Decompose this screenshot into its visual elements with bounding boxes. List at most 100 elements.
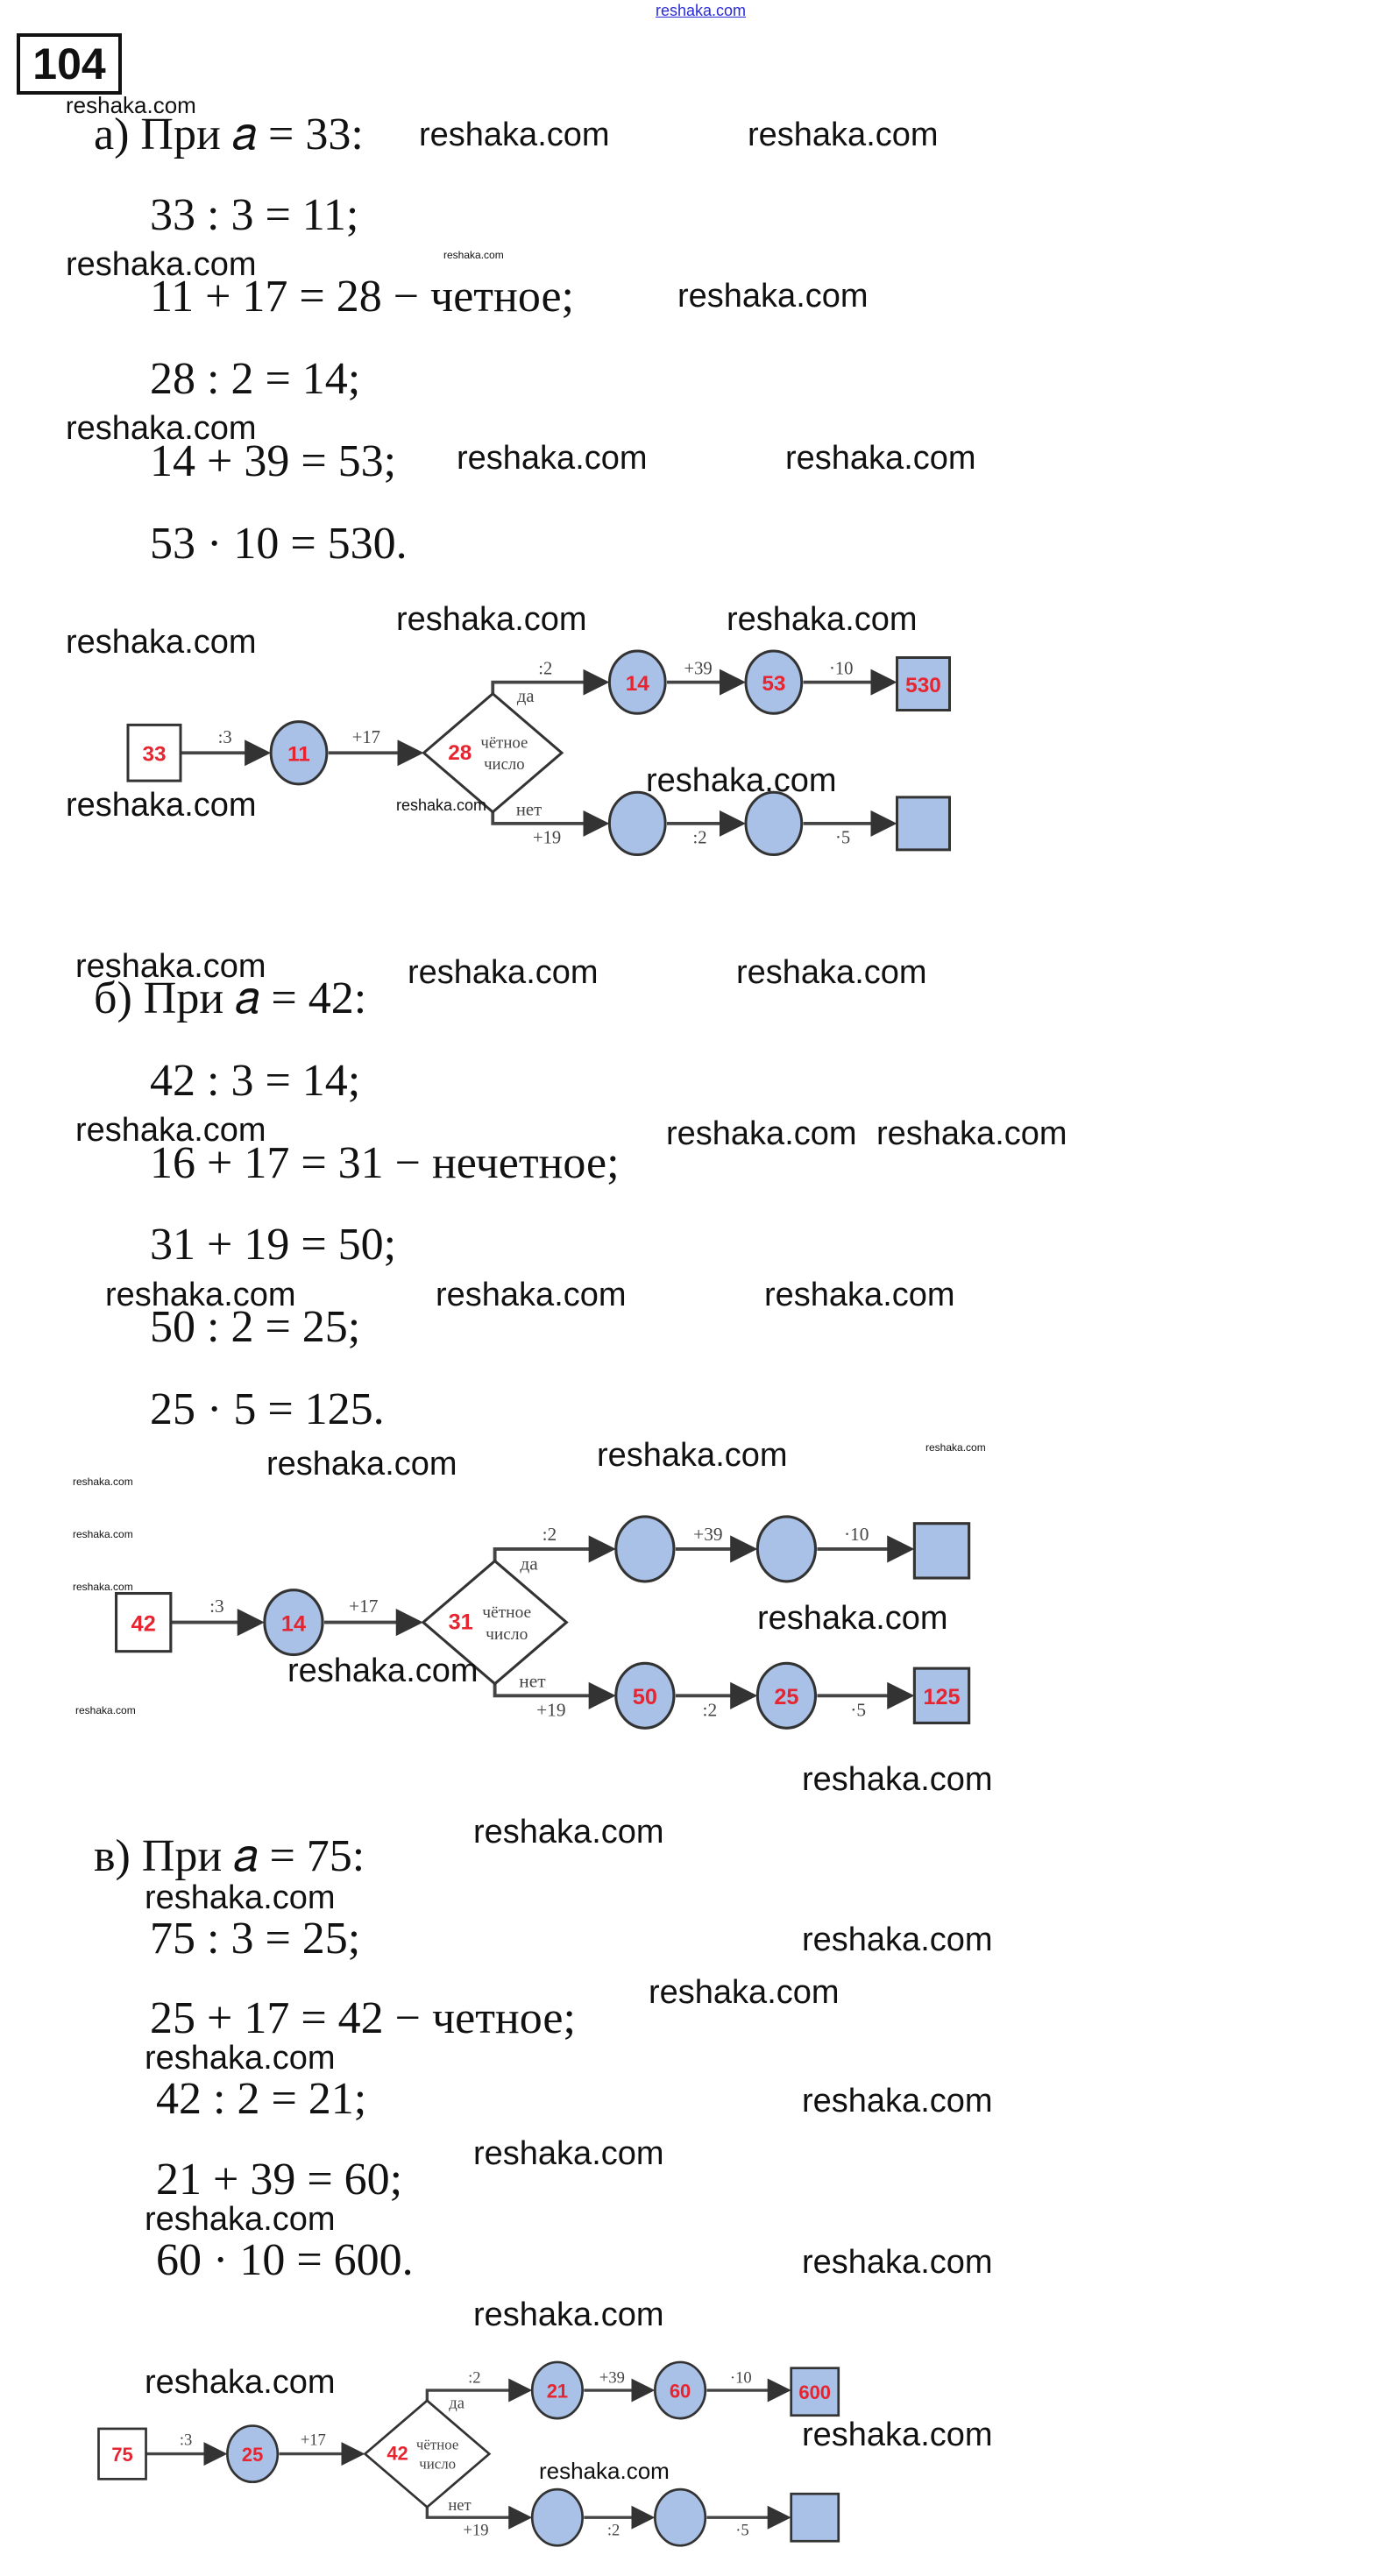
- equation: 25 + 17 = 42 − четное;: [150, 1993, 576, 2043]
- watermark: reshaka.com: [145, 1879, 336, 1916]
- equation: 31 + 19 = 50;: [150, 1220, 397, 1270]
- result-bottom: [790, 2492, 840, 2543]
- arrow: [425, 2505, 533, 2530]
- arrow: [425, 2378, 533, 2403]
- watermark: reshaka.com: [802, 2244, 993, 2281]
- equation: 11 + 17 = 28 − четное;: [150, 272, 574, 322]
- op-label: ·5: [835, 828, 850, 847]
- watermark: reshaka.com: [436, 1277, 627, 1313]
- watermark: reshaka.com: [802, 1761, 993, 1798]
- op-label: +19: [464, 2521, 489, 2539]
- watermark: reshaka.com: [75, 1112, 266, 1149]
- watermark: reshaka.com: [73, 1581, 133, 1593]
- watermark: reshaka.com: [597, 1437, 788, 1474]
- section-a-heading: а) При 𝑎 = 33:: [94, 110, 364, 159]
- problem-number: 104: [17, 33, 122, 95]
- top-site-link[interactable]: reshaka.com: [656, 2, 747, 19]
- node-value: 25: [242, 2444, 263, 2466]
- node-top1: [614, 1515, 676, 1583]
- op-label: +17: [349, 1596, 379, 1617]
- node-value: 14: [281, 1611, 306, 1636]
- watermark: reshaka.com: [727, 601, 918, 638]
- watermark: reshaka.com: [419, 117, 610, 153]
- node-value: 53: [762, 672, 785, 696]
- watermark: reshaka.com: [443, 249, 504, 261]
- condition-label: число: [484, 755, 525, 774]
- branch-yes-label: да: [517, 687, 535, 706]
- equation: 60 · 10 = 600.: [156, 2235, 414, 2285]
- condition-diamond: чётное число 31: [421, 1559, 569, 1686]
- node-value: 50: [633, 1685, 657, 1709]
- input-box: 75: [97, 2427, 147, 2480]
- equation: 14 + 39 = 53;: [150, 436, 397, 486]
- op-label: +39: [684, 659, 713, 678]
- equation: 25 · 5 = 125.: [150, 1384, 385, 1434]
- watermark: reshaka.com: [105, 1277, 296, 1313]
- watermark: reshaka.com: [785, 440, 976, 477]
- node-bottom1: [607, 790, 667, 856]
- node-top2: [755, 1515, 818, 1583]
- op-label: :3: [209, 1596, 224, 1617]
- equation: 53 · 10 = 530.: [150, 519, 408, 569]
- watermark: reshaka.com: [473, 2135, 664, 2172]
- watermark: reshaka.com: [925, 1441, 986, 1454]
- op-label: +39: [599, 2369, 625, 2388]
- branch-no-label: нет: [516, 801, 542, 820]
- result-bottom: [896, 796, 951, 852]
- op-label: ·10: [829, 659, 853, 678]
- node-value: 60: [670, 2380, 691, 2402]
- watermark: reshaka.com: [75, 1704, 136, 1716]
- node-bottom1: [530, 2488, 584, 2547]
- condition-value: 42: [386, 2442, 408, 2464]
- node-div3: 11: [269, 720, 329, 786]
- watermark: reshaka.com: [649, 1974, 840, 2011]
- watermark: reshaka.com: [66, 410, 257, 447]
- node-bottom1: 50: [614, 1661, 676, 1730]
- watermark: reshaka.com: [677, 278, 869, 315]
- arrow: [493, 1535, 616, 1563]
- condition-label: число: [486, 1625, 528, 1644]
- branch-yes-label: да: [449, 2394, 464, 2412]
- branch-no-label: нет: [519, 1671, 546, 1692]
- op-label: :3: [180, 2431, 192, 2449]
- node-bottom2: [744, 790, 804, 856]
- watermark: reshaka.com: [666, 1115, 857, 1152]
- watermark: reshaka.com: [764, 1277, 955, 1313]
- watermark: reshaka.com: [145, 2201, 336, 2238]
- node-value: 600: [798, 2381, 831, 2403]
- input-box: 42: [115, 1591, 173, 1653]
- watermark: reshaka.com: [396, 601, 587, 638]
- result-top: 530: [896, 656, 951, 711]
- op-label: :2: [468, 2369, 480, 2388]
- node-value: 33: [142, 743, 166, 767]
- node-top2: 60: [654, 2360, 707, 2420]
- result-top: 600: [790, 2367, 840, 2417]
- watermark: reshaka.com: [539, 2458, 670, 2484]
- watermark: reshaka.com: [802, 2083, 993, 2120]
- watermark: reshaka.com: [75, 948, 266, 985]
- node-value: 75: [111, 2444, 132, 2466]
- watermark: reshaka.com: [66, 787, 257, 824]
- op-label: :2: [703, 1700, 718, 1721]
- watermark: reshaka.com: [408, 954, 599, 991]
- node-value: 21: [547, 2380, 568, 2402]
- equation: 50 : 2 = 25;: [150, 1302, 361, 1352]
- op-label: :2: [542, 1524, 557, 1545]
- node-div3: 14: [263, 1589, 324, 1657]
- watermark: reshaka.com: [66, 246, 257, 283]
- watermark: reshaka.com: [736, 954, 927, 991]
- watermark: reshaka.com: [748, 117, 939, 153]
- watermark: reshaka.com: [73, 1528, 133, 1540]
- arrow: [491, 810, 610, 837]
- op-label: ·5: [850, 1700, 866, 1721]
- op-label: +17: [301, 2431, 326, 2449]
- condition-value: 31: [449, 1610, 473, 1634]
- equation: 33 : 3 = 11;: [150, 190, 359, 240]
- condition-label: чётное: [482, 1603, 531, 1622]
- condition-label: число: [419, 2456, 456, 2473]
- watermark: reshaka.com: [287, 1652, 479, 1689]
